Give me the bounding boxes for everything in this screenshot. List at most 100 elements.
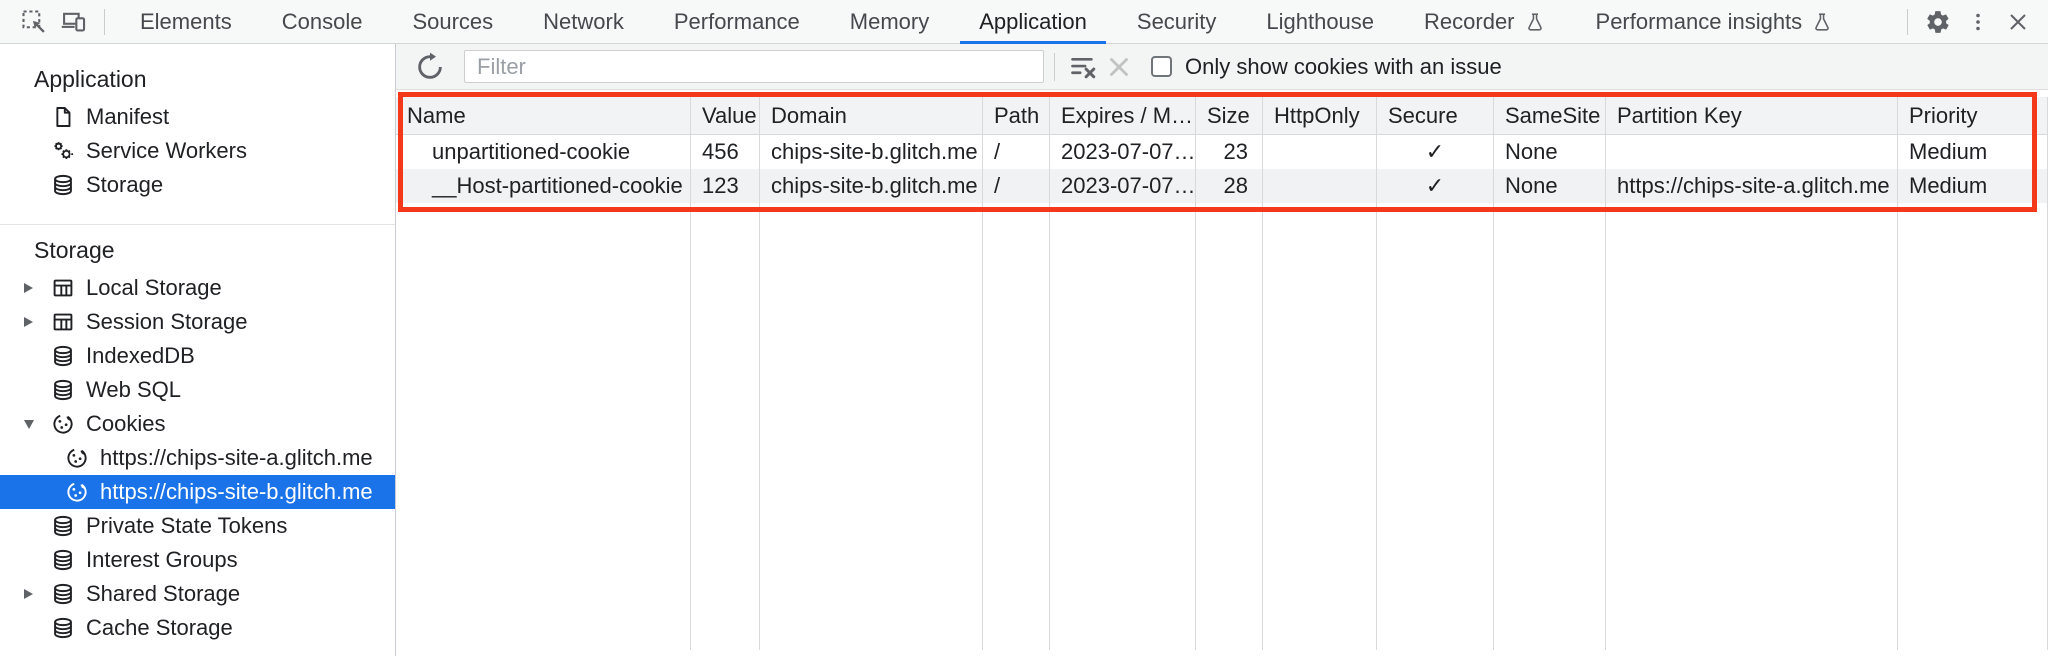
tab-application[interactable]: Application	[954, 0, 1112, 44]
only-issue-checkbox-label: Only show cookies with an issue	[1185, 53, 1502, 79]
cookies-panel: Only show cookies with an issue Name Val…	[396, 44, 2048, 656]
sidebar-item-label: Storage	[86, 172, 164, 197]
cookie-icon	[64, 445, 90, 471]
tab-performance[interactable]: Performance	[673, 8, 800, 34]
column-header-partition-key[interactable]: Partition Key	[1606, 97, 1898, 135]
sidebar-item-interest-groups[interactable]: Interest Groups	[0, 543, 395, 577]
cell-name: __Host-partitioned-cookie	[396, 169, 691, 203]
disclosure-triangle-icon[interactable]	[24, 589, 33, 599]
cookie-icon	[64, 479, 90, 505]
sidebar-item-label: Manifest	[86, 104, 170, 129]
column-header-size[interactable]: Size	[1196, 97, 1263, 135]
tab-memory[interactable]: Memory	[849, 8, 930, 34]
column-header-priority[interactable]: Priority	[1898, 97, 2048, 135]
cell-secure: ✓	[1377, 169, 1494, 203]
sidebar-item-label: Service Workers	[86, 138, 247, 163]
sidebar-item-label: IndexedDB	[86, 343, 195, 368]
cell-samesite: None	[1494, 169, 1606, 203]
cell-partition-key: https://chips-site-a.glitch.me	[1606, 169, 1898, 203]
cell-httponly	[1263, 169, 1377, 203]
section-title-application: Application	[34, 66, 147, 92]
database-icon	[50, 343, 76, 369]
clear-filter-icon[interactable]	[1065, 49, 1101, 85]
filter-input[interactable]	[464, 50, 1044, 83]
section-title-storage: Storage	[34, 237, 115, 263]
tab-sources[interactable]: Sources	[412, 8, 494, 34]
tabbar-right-controls	[1897, 2, 2038, 42]
sidebar-item-storage[interactable]: Storage	[0, 168, 395, 202]
cell-httponly	[1263, 135, 1377, 169]
column-header-name[interactable]: Name	[396, 97, 691, 135]
sidebar-item-cache-storage[interactable]: Cache Storage	[0, 611, 395, 645]
column-header-samesite[interactable]: SameSite	[1494, 97, 1606, 135]
column-header-path[interactable]: Path	[983, 97, 1050, 135]
settings-gear-button[interactable]	[1918, 2, 1958, 42]
sidebar-item-web-sql[interactable]: Web SQL	[0, 373, 395, 407]
toolbar-divider	[1907, 8, 1908, 35]
delete-all-cookies-icon[interactable]	[1101, 49, 1137, 85]
table-row[interactable]: unpartitioned-cookie 456 chips-site-b.gl…	[396, 135, 2048, 169]
tab-lighthouse[interactable]: Lighthouse	[1266, 8, 1375, 34]
cell-domain: chips-site-b.glitch.me	[760, 135, 983, 169]
sidebar-item-service-workers[interactable]: Service Workers	[0, 134, 395, 168]
sidebar-item-session-storage[interactable]: Session Storage	[0, 305, 395, 339]
column-header-secure[interactable]: Secure	[1377, 97, 1494, 135]
application-sidebar: Application Manifest	[0, 44, 396, 656]
tab-network[interactable]: Network	[543, 8, 624, 34]
devtools-body: Application Manifest	[0, 44, 2048, 656]
cell-domain: chips-site-b.glitch.me	[760, 169, 983, 203]
tab-security[interactable]: Security	[1136, 8, 1217, 34]
inspect-element-button[interactable]	[14, 2, 54, 42]
sidebar-item-label: Cache Storage	[86, 615, 233, 640]
disclosure-triangle-icon[interactable]	[24, 283, 33, 293]
sidebar-item-indexeddb[interactable]: IndexedDB	[0, 339, 395, 373]
database-icon	[50, 581, 76, 607]
cell-samesite: None	[1494, 135, 1606, 169]
cell-size: 28	[1196, 169, 1263, 203]
cookie-icon	[50, 411, 76, 437]
devtools-tabbar: Elements Console Sources Network Perform…	[0, 0, 2048, 44]
sidebar-item-cookies-origin-b[interactable]: https://chips-site-b.glitch.me	[0, 475, 395, 509]
sidebar-item-manifest[interactable]: Manifest	[0, 100, 395, 134]
database-icon	[50, 547, 76, 573]
column-header-domain[interactable]: Domain	[760, 97, 983, 135]
experiment-flask-icon	[1524, 11, 1546, 33]
sidebar-item-cookies[interactable]: Cookies	[0, 407, 395, 441]
disclosure-triangle-icon[interactable]	[24, 419, 34, 429]
database-icon	[50, 615, 76, 641]
cell-partition-key	[1606, 135, 1898, 169]
cookie-table: Name Value Domain Path Expires / M… Size…	[396, 90, 2048, 650]
tab-performance-insights[interactable]: Performance insights	[1571, 0, 1859, 44]
sidebar-item-cookies-origin-a[interactable]: https://chips-site-a.glitch.me	[0, 441, 395, 475]
panel-tabs: Elements Console Sources Network Perform…	[115, 0, 1897, 44]
only-issue-checkbox[interactable]	[1151, 56, 1172, 77]
sidebar-item-private-state-tokens[interactable]: Private State Tokens	[0, 509, 395, 543]
table-empty-area	[396, 203, 2048, 650]
cell-value: 123	[691, 169, 760, 203]
database-icon	[50, 172, 76, 198]
sidebar-item-shared-storage[interactable]: Shared Storage	[0, 577, 395, 611]
refresh-icon[interactable]	[412, 49, 448, 85]
column-header-expires[interactable]: Expires / M…	[1050, 97, 1196, 135]
tab-recorder[interactable]: Recorder	[1399, 0, 1570, 44]
cell-path: /	[983, 135, 1050, 169]
sidebar-section-application: Application Manifest	[0, 44, 395, 202]
close-devtools-button[interactable]	[1998, 2, 2038, 42]
device-toolbar-button[interactable]	[54, 2, 94, 42]
sidebar-item-label: Session Storage	[86, 309, 248, 334]
table-grid-icon	[50, 275, 76, 301]
disclosure-triangle-icon[interactable]	[24, 317, 33, 327]
column-header-httponly[interactable]: HttpOnly	[1263, 97, 1377, 135]
sidebar-item-label: Private State Tokens	[86, 513, 288, 538]
column-header-value[interactable]: Value	[691, 97, 760, 135]
cell-priority: Medium	[1898, 135, 2048, 169]
table-row[interactable]: __Host-partitioned-cookie 123 chips-site…	[396, 169, 2048, 203]
toolbar-divider	[104, 8, 105, 35]
cell-path: /	[983, 169, 1050, 203]
kebab-menu-button[interactable]	[1958, 2, 1998, 42]
sidebar-item-local-storage[interactable]: Local Storage	[0, 271, 395, 305]
tab-elements[interactable]: Elements	[140, 8, 232, 34]
database-icon	[50, 377, 76, 403]
tab-console[interactable]: Console	[281, 8, 363, 34]
